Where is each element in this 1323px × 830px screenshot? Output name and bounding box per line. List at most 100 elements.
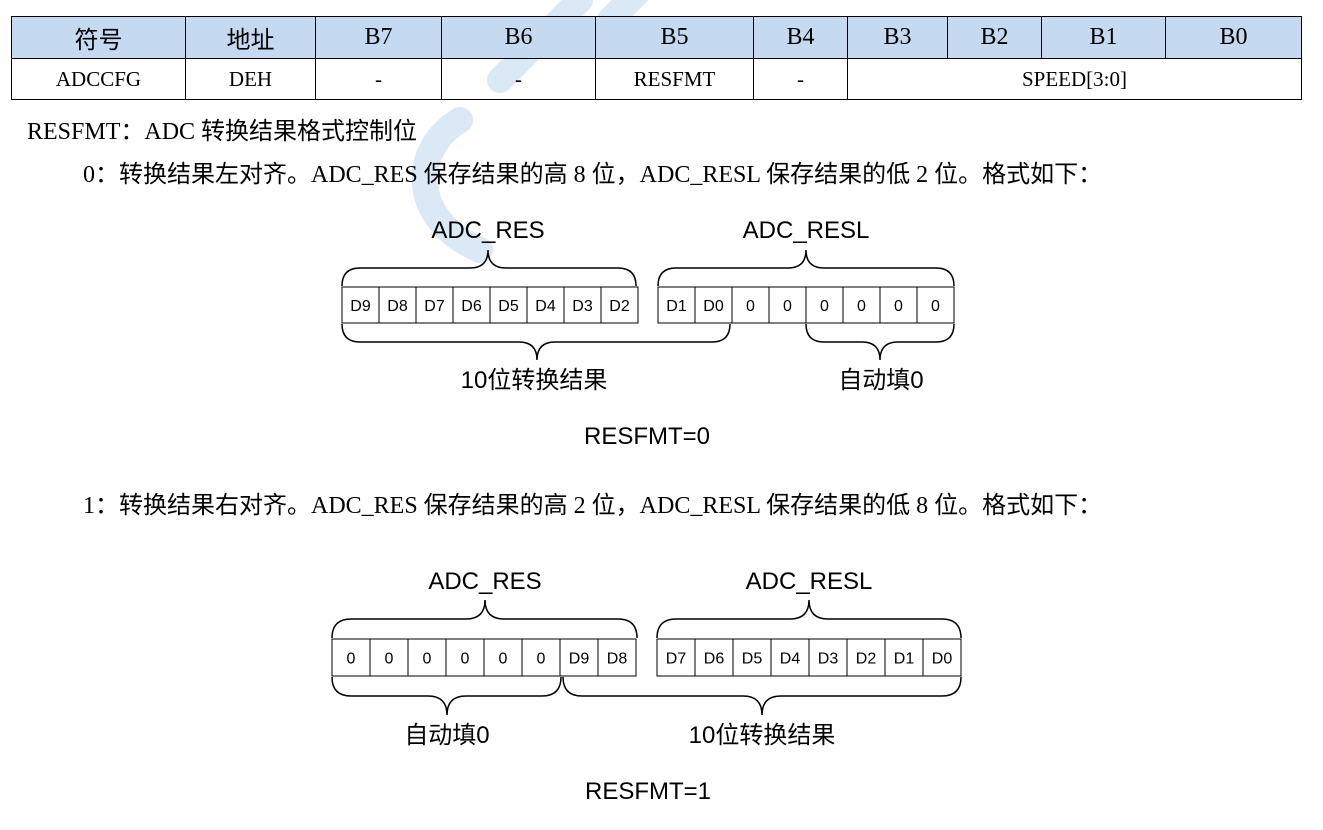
register-table-value-row: ADCCFG DEH - - RESFMT - SPEED[3:0] [11,58,1302,100]
diagram1-resl-box-3 [770,638,810,677]
option1-description: 1：转换结果右对齐。ADC_RES 保存结果的高 2 位，ADC_RESL 保存… [83,493,1103,519]
diagram1-resl-bit-0: D7 [666,651,687,668]
diagram1-res-box-4 [483,638,523,677]
diagram1-resl-box-7 [922,638,962,677]
diagram1-resl-top-brace [656,599,962,639]
header-cell-b5: B5 [595,16,754,59]
diagram0-caption: RESFMT=0 [584,423,710,450]
diagram0-resl-bit-3: 0 [783,298,792,315]
diagram1-result-bottom-brace [562,676,962,716]
diagram0-adc-res-label: ADC_RES [431,217,544,244]
diagram1-resl-box-6 [884,638,924,677]
diagram1-resl-box-0 [656,638,696,677]
diagram0-resl-bit-7: 0 [931,298,940,315]
diagram1-resl-bit-5: D2 [856,651,877,668]
value-cell-b7: - [315,58,442,100]
diagram1-result-label: 10位转换结果 [689,722,836,749]
header-cell-symbol: 符号 [11,16,186,59]
diagram1-resl-bit-2: D5 [742,651,763,668]
diagram0-res-box-3 [452,286,491,324]
header-cell-b0: B0 [1165,16,1302,59]
register-table-header-row: 符号 地址 B7 B6 B5 B4 B3 B2 B1 B0 [11,16,1302,59]
diagram0-resl-box-0 [657,286,696,324]
diagram1-res-bits: 0 0 0 0 0 0 D9 D8 [331,638,637,677]
diagram0-resl-bit-2: 0 [746,298,755,315]
header-cell-b7: B7 [315,16,442,59]
header-cell-b6: B6 [441,16,596,59]
diagram1-res-box-7 [597,638,637,677]
diagram0-fill-label: 自动填0 [838,367,923,394]
diagram1-res-box-1 [369,638,409,677]
header-cell-address: 地址 [185,16,316,59]
diagram0-res-top-brace [341,249,637,287]
diagram1-res-bit-5: 0 [537,651,546,668]
diagram1-resl-bit-4: D3 [818,651,839,668]
diagram0-res-box-2 [415,286,454,324]
diagram1-resl-box-5 [846,638,886,677]
diagram1-resl-box-4 [808,638,848,677]
diagram0-res-box-4 [489,286,528,324]
register-table: 符号 地址 B7 B6 B5 B4 B3 B2 B1 B0 ADCCFG DEH… [11,16,1302,100]
diagram0-res-bit-6: D3 [572,298,593,315]
diagram0-res-bit-1: D8 [387,298,408,315]
diagram1-res-box-6 [559,638,599,677]
diagram1-res-box-3 [445,638,485,677]
diagram0-res-box-7 [600,286,639,324]
diagram1-resl-box-2 [732,638,772,677]
diagram0-resl-top-brace [657,249,955,287]
diagram1-resl-bit-7: D0 [932,651,953,668]
diagram1-res-bit-2: 0 [423,651,432,668]
diagram1-res-bit-6: D9 [569,651,590,668]
diagram0-adc-resl-label: ADC_RESL [743,217,870,244]
diagram1-res-top-brace [331,599,638,639]
value-cell-b6: - [441,58,596,100]
diagram0-resl-box-5 [842,286,881,324]
diagram1-adc-res-label: ADC_RES [428,568,541,595]
diagram0-resl-bit-5: 0 [857,298,866,315]
diagram0-resl-box-3 [768,286,807,324]
diagram0-resl-box-1 [694,286,733,324]
value-cell-b5: RESFMT [595,58,754,100]
header-cell-b1: B1 [1041,16,1166,59]
diagram1-res-bit-4: 0 [499,651,508,668]
diagram1-res-box-0 [331,638,371,677]
diagram1-res-box-5 [521,638,561,677]
field-title: RESFMT：ADC 转换结果格式控制位 [27,119,418,145]
diagram0-resl-box-7 [916,286,955,324]
diagram1-resl-bit-1: D6 [704,651,725,668]
diagram0-resl-bit-4: 0 [820,298,829,315]
header-cell-b2: B2 [947,16,1042,59]
diagram0-resl-box-6 [879,286,918,324]
option0-description: 0：转换结果左对齐。ADC_RES 保存结果的高 8 位，ADC_RESL 保存… [83,162,1103,188]
diagram0-res-bit-3: D6 [461,298,482,315]
header-cell-b4: B4 [753,16,848,59]
diagram1-caption: RESFMT=1 [585,778,711,805]
diagram1-res-bit-3: 0 [461,651,470,668]
diagram0-result-label: 10位转换结果 [461,367,608,394]
diagram0-res-bit-0: D9 [350,298,371,315]
value-cell-b4: - [753,58,848,100]
diagram1-res-box-2 [407,638,447,677]
value-cell-speed: SPEED[3:0] [847,58,1302,100]
diagram1-resl-bit-6: D1 [894,651,915,668]
diagram0-res-bit-2: D7 [424,298,445,315]
diagram0-result-bottom-brace [341,323,731,361]
diagram0-resl-bit-1: D0 [703,298,724,315]
diagram0-res-bit-5: D4 [535,298,556,315]
diagram1-res-bit-0: 0 [347,651,356,668]
diagram1-res-bit-7: D8 [607,651,628,668]
diagram1-fill-bottom-brace [331,676,562,716]
diagram0-fill-bottom-brace [805,323,955,361]
diagram0-resl-bits: D1 D0 0 0 0 0 0 0 [657,286,955,324]
diagram1-res-bit-1: 0 [385,651,394,668]
diagram0-res-bit-4: D5 [498,298,519,315]
diagram0-res-box-1 [378,286,417,324]
diagram0-resl-bit-6: 0 [894,298,903,315]
diagram1-fill-label: 自动填0 [404,722,489,749]
diagram1-adc-resl-label: ADC_RESL [746,568,873,595]
diagram0-resl-bit-0: D1 [666,298,687,315]
